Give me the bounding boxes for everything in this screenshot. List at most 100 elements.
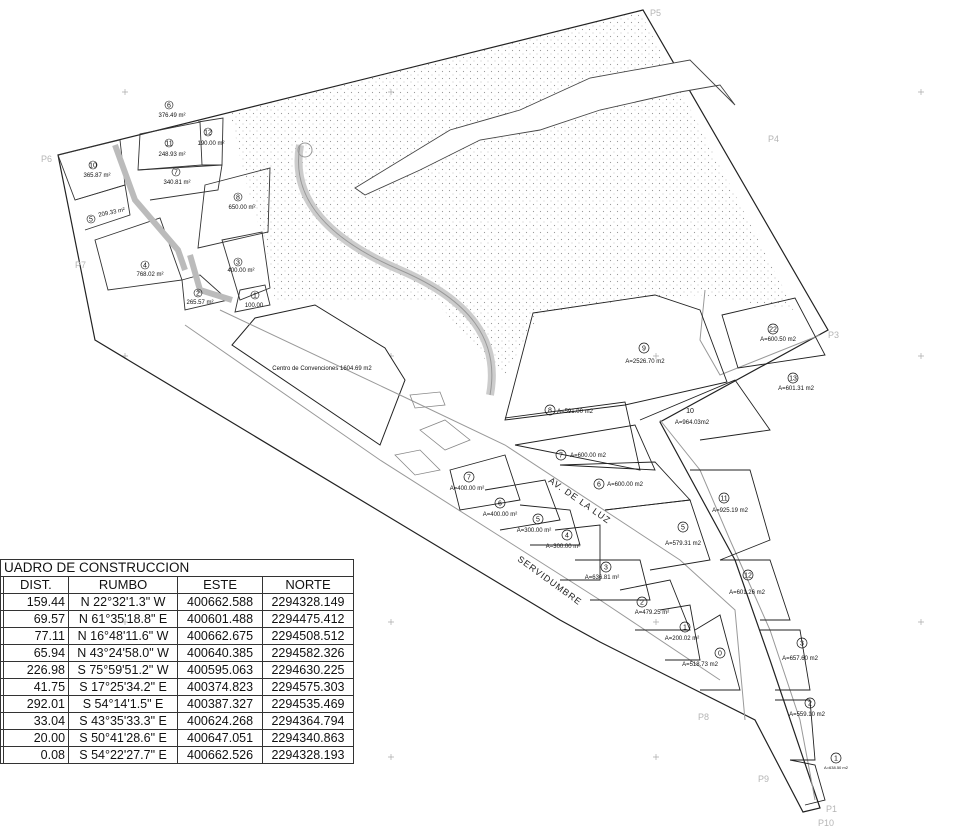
lot-marker: 8 650.00 m²	[228, 192, 256, 211]
point-p10: P10	[818, 818, 834, 828]
lot-marker: 13A=601.31 m2	[778, 372, 815, 392]
svg-text:1: 1	[834, 756, 838, 763]
convention-center-outline	[231, 304, 406, 446]
lot-marker: 22A=600.50 m2	[760, 323, 797, 343]
lot-marker: 7A=400.00 m²	[450, 471, 485, 492]
point-p3: P3	[828, 330, 839, 340]
svg-text:A=559.10 m2: A=559.10 m2	[789, 712, 826, 718]
point-p4: P4	[768, 134, 779, 144]
svg-text:A=479.25 m²: A=479.25 m²	[635, 610, 670, 616]
svg-text:A=591.00 m2: A=591.00 m2	[557, 409, 594, 415]
svg-text:A=601.31 m2: A=601.31 m2	[778, 386, 815, 392]
svg-text:1: 1	[683, 625, 687, 632]
street-name-main: AV. DE LA LUZ	[547, 475, 613, 525]
svg-text:400.00 m²: 400.00 m²	[227, 268, 254, 274]
svg-text:2: 2	[640, 600, 644, 607]
point-p5: P5	[650, 8, 661, 18]
svg-text:A=400.00 m²: A=400.00 m²	[450, 486, 485, 492]
lot-marker: 5A=300.00 m²	[517, 513, 552, 534]
svg-text:2: 2	[196, 291, 200, 298]
svg-text:4: 4	[143, 263, 147, 270]
table-title: UADRO DE CONSTRUCCION	[0, 559, 354, 577]
svg-text:A=200.02 m²: A=200.02 m²	[665, 636, 700, 642]
boundary-point-labels: P1 P3 P4 P5 P6 P7 P8 P9 P10	[41, 8, 839, 828]
svg-text:650.00 m²: 650.00 m²	[228, 205, 255, 211]
svg-text:190.00 m²: 190.00 m²	[197, 141, 224, 147]
lot-marker: 4A=300.00 m²	[546, 529, 581, 550]
lot-marker: 11A=925.19 m2	[712, 492, 749, 514]
svg-text:A=636.81 m²: A=636.81 m²	[585, 575, 620, 581]
svg-text:3: 3	[800, 641, 804, 648]
svg-text:11: 11	[165, 141, 172, 148]
lot-marker: 2A=479.25 m²	[635, 596, 670, 616]
lot-marker: 7 A=600.00 m2	[555, 449, 607, 461]
lot-marker: 5 209.33 m²	[86, 207, 126, 224]
lot-marker: 3A=636.81 m²	[585, 561, 620, 581]
svg-text:7: 7	[559, 453, 563, 460]
svg-text:265.57 m²: 265.57 m²	[186, 300, 213, 306]
lot-marker: 1A=200.02 m²	[665, 621, 700, 642]
east-lot-labels: 9A=2526.70 m2 22A=600.50 m2 13A=601.31 m…	[625, 323, 849, 770]
lot-marker: 4 768.02 m²	[136, 260, 164, 278]
lot-marker: 12A=601.26 m2	[729, 569, 766, 596]
east-lots-lines	[449, 294, 826, 806]
svg-text:9: 9	[642, 346, 646, 353]
property-boundary	[57, 9, 829, 813]
svg-text:4: 4	[565, 533, 569, 540]
river	[354, 59, 736, 196]
lot-marker: 3A=657.60 m2	[782, 637, 819, 662]
parking	[394, 391, 471, 476]
svg-text:22: 22	[769, 327, 777, 334]
svg-text:209.33 m²: 209.33 m²	[98, 207, 126, 218]
point-p7: P7	[75, 260, 86, 270]
svg-text:5: 5	[89, 217, 93, 224]
svg-text:12: 12	[204, 130, 212, 137]
svg-text:8: 8	[548, 408, 552, 415]
lot-marker: 6 376.49 m²	[158, 100, 186, 119]
svg-text:2: 2	[808, 701, 812, 708]
svg-text:A=600.00 m2: A=600.00 m2	[570, 453, 607, 459]
lot-marker: 1A=638.50 m2	[824, 752, 849, 770]
svg-text:11: 11	[720, 496, 727, 503]
green-area	[230, 12, 795, 375]
construction-table: UADRO DE CONSTRUCCION DIST. RUMBO ESTE N…	[0, 559, 355, 764]
lot-marker: 8 A=591.00 m2	[544, 404, 594, 416]
lot-marker: 2 265.57 m²	[186, 288, 214, 306]
point-p9: P9	[758, 774, 769, 784]
svg-text:768.02 m²: 768.02 m²	[136, 272, 163, 278]
svg-text:A=638.50 m2: A=638.50 m2	[824, 765, 849, 770]
svg-text:A=300.00 m²: A=300.00 m²	[546, 544, 581, 550]
lot-marker: 12 190.00 m²	[197, 127, 225, 147]
svg-text:A=964.03m2: A=964.03m2	[675, 420, 710, 426]
upper-lots-lines	[57, 117, 271, 313]
svg-text:6: 6	[167, 103, 171, 110]
svg-text:5: 5	[536, 517, 540, 524]
col-norte: NORTE	[261, 576, 355, 594]
svg-text:A=601.26 m2: A=601.26 m2	[729, 590, 766, 596]
svg-text:376.49 m²: 376.49 m²	[158, 113, 185, 119]
svg-text:8: 8	[236, 195, 240, 202]
svg-text:A=518.73 m2: A=518.73 m2	[682, 662, 719, 668]
col-este: ESTE	[177, 576, 263, 594]
svg-text:A=300.00 m²: A=300.00 m²	[517, 528, 552, 534]
svg-text:12: 12	[744, 573, 752, 580]
svg-text:6: 6	[597, 482, 601, 489]
svg-text:100.00: 100.00	[245, 303, 264, 309]
